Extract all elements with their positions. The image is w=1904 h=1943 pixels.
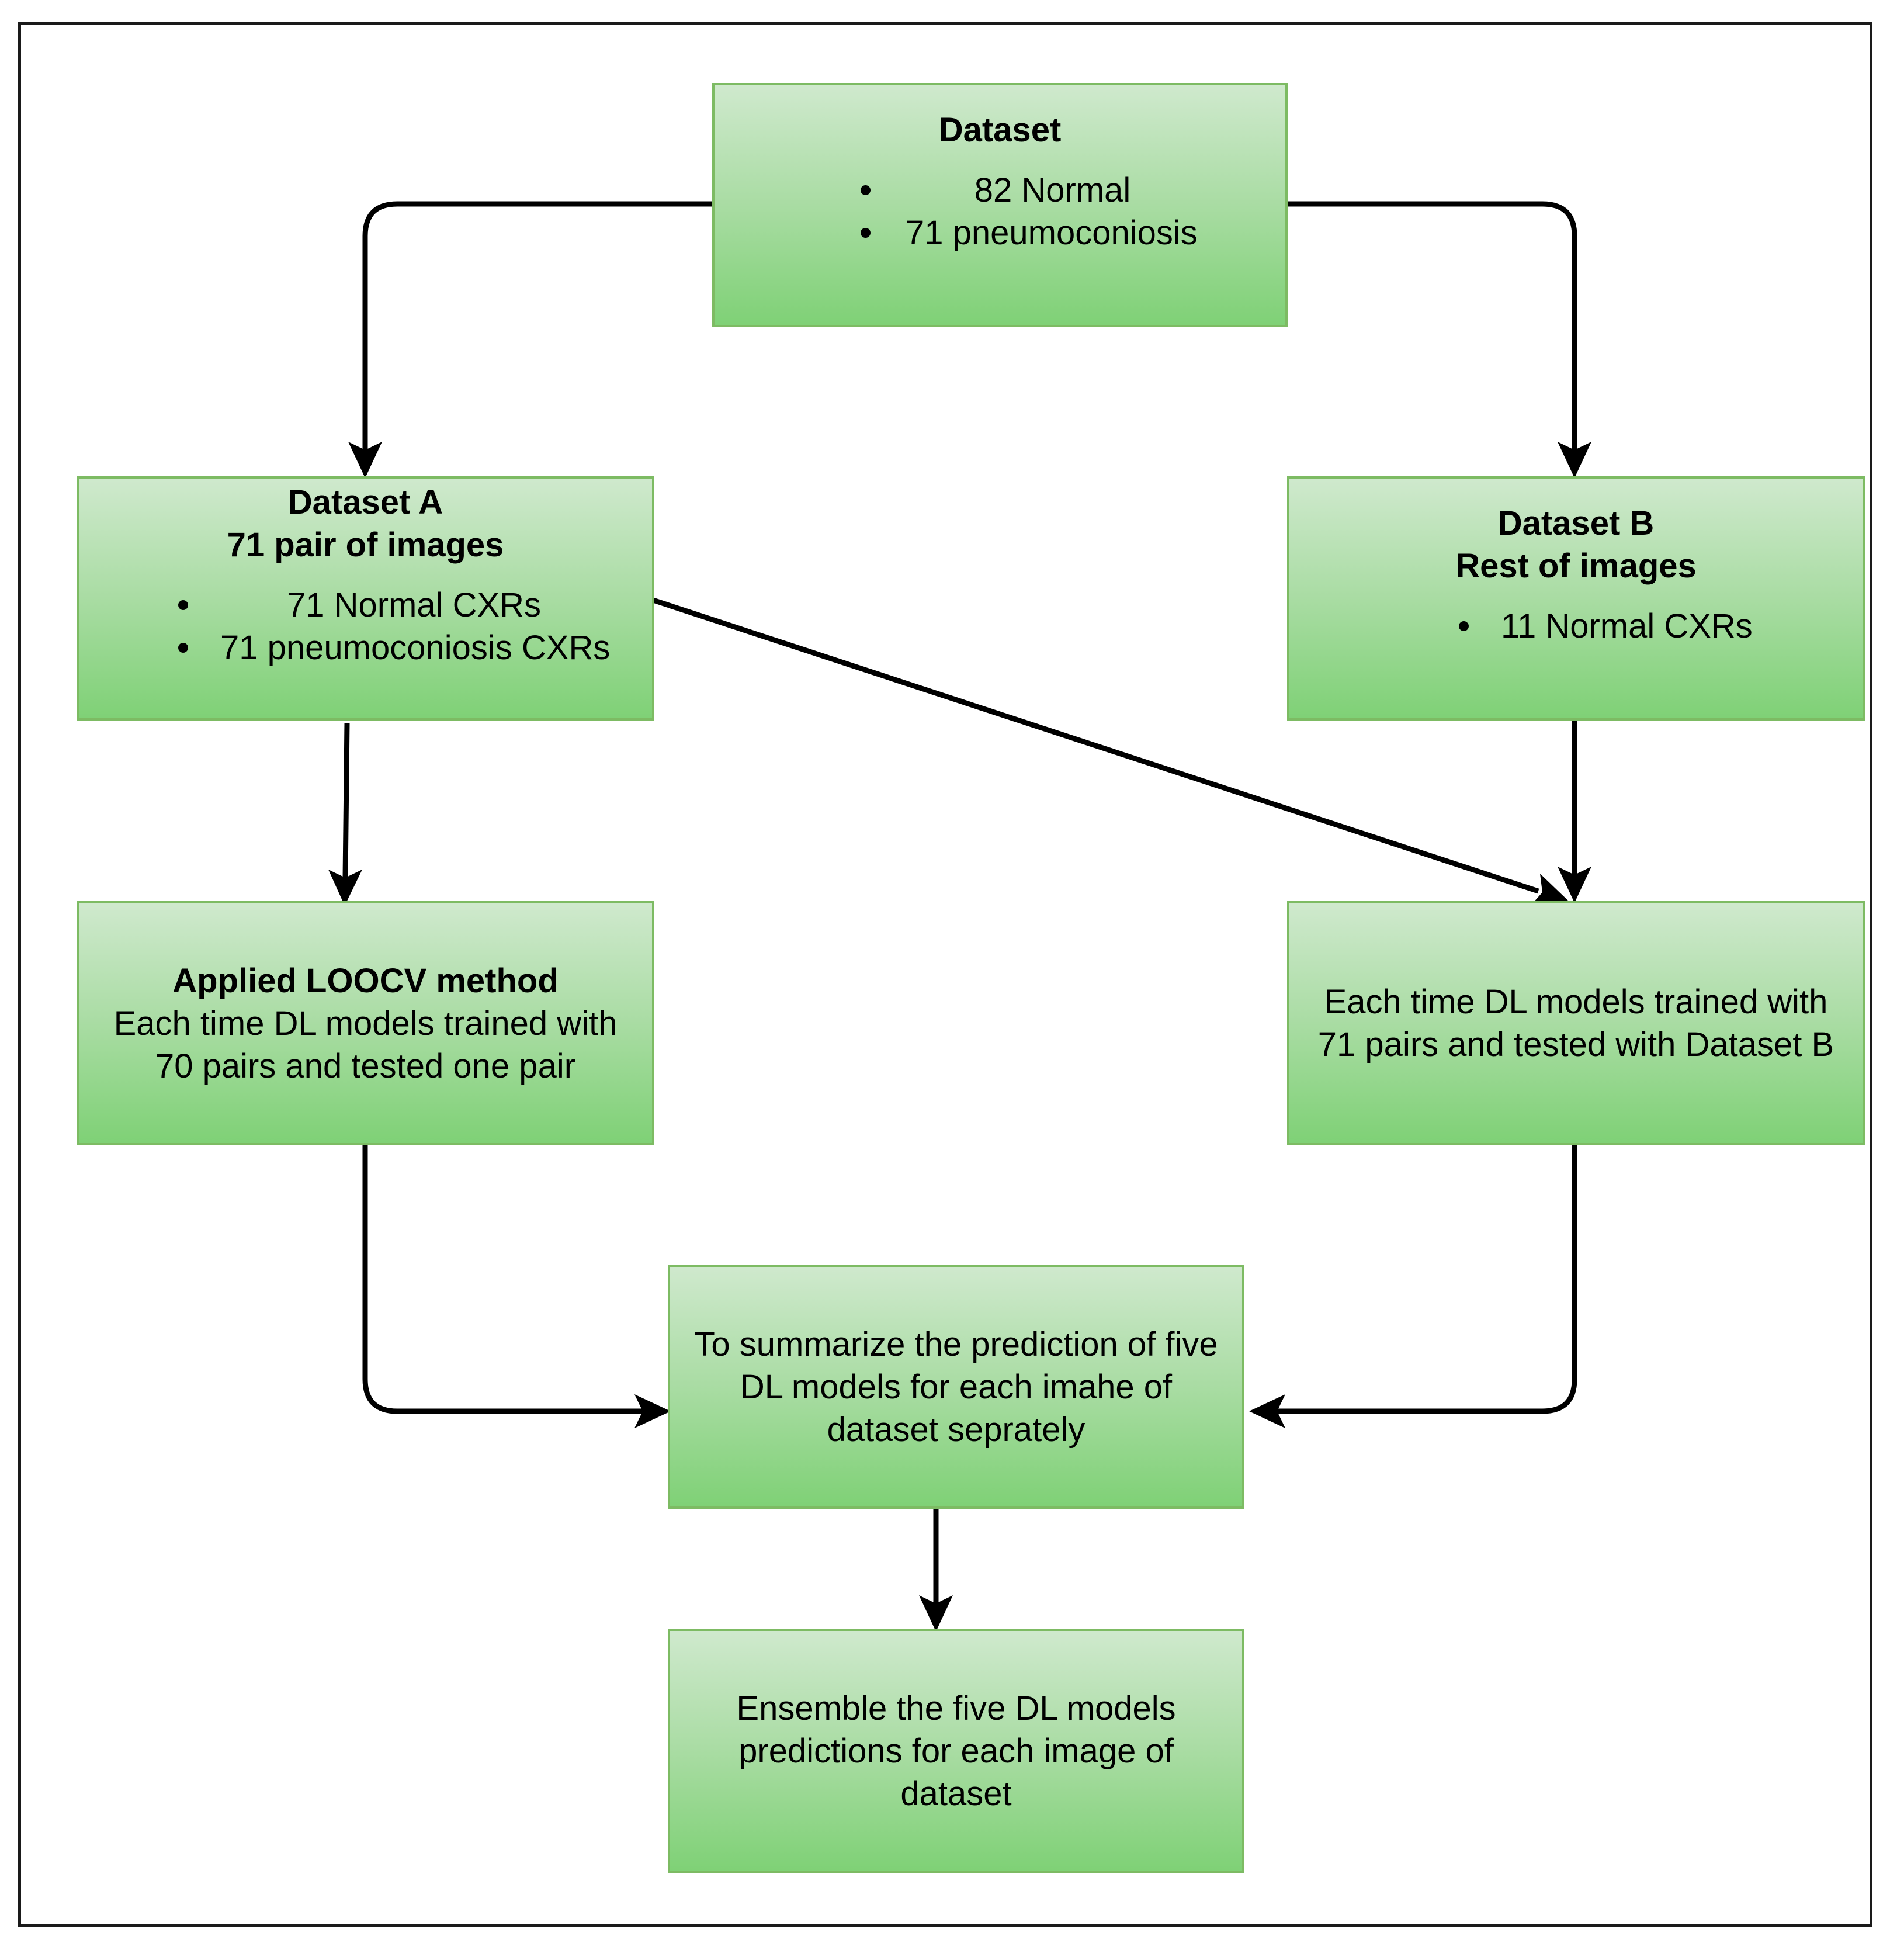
summarize-line-1: To summarize the prediction of five — [694, 1325, 1218, 1363]
dataset-a-bullet-list: 71 Normal CXRs 71 pneumoconiosis CXRs — [178, 584, 640, 669]
bullet-dot — [1459, 621, 1469, 631]
diagram-frame — [18, 22, 1872, 1927]
train-b-box: Each time DL models trained with 71 pair… — [1287, 901, 1865, 1145]
dataset-b-title: Dataset B — [1497, 504, 1655, 542]
loocv-line-2: 70 pairs and tested one pair — [155, 1047, 576, 1085]
dataset-box: Dataset 82 Normal 71 pneumoconiosis — [712, 83, 1288, 327]
bullet-dot — [861, 228, 871, 238]
dataset-b-bullet-list: 11 Normal CXRs — [1459, 605, 1753, 647]
train-b-line-1: Each time DL models trained with — [1324, 983, 1828, 1021]
loocv-line-1: Each time DL models trained with — [113, 1004, 618, 1042]
loocv-box: Applied LOOCV method Each time DL models… — [77, 901, 654, 1145]
dataset-a-bullet-item: 71 Normal CXRs — [178, 584, 640, 626]
dataset-b-bullet-item: 11 Normal CXRs — [1459, 605, 1753, 647]
dataset-a-bullet-item: 71 pneumoconiosis CXRs — [178, 626, 640, 669]
dataset-bullet-list: 82 Normal 71 pneumoconiosis — [861, 169, 1234, 254]
summarize-line-3: dataset seprately — [827, 1410, 1085, 1449]
dataset-a-item-pneumoconiosis: 71 pneumoconiosis CXRs — [220, 629, 611, 667]
dataset-bullet-item: 71 pneumoconiosis — [861, 212, 1234, 254]
loocv-title: Applied LOOCV method — [172, 961, 559, 1000]
dataset-bullet-item: 82 Normal — [861, 169, 1234, 212]
ensemble-box: Ensemble the five DL models predictions … — [668, 1629, 1244, 1873]
dataset-a-item-normal: 71 Normal CXRs — [286, 586, 542, 624]
dataset-title: Dataset — [938, 111, 1062, 149]
summarize-line-2: DL models for each imahe of — [740, 1367, 1173, 1406]
dataset-a-subtitle: 71 pair of images — [227, 526, 504, 564]
dataset-b-subtitle: Rest of images — [1455, 547, 1697, 585]
bullet-dot — [861, 185, 871, 195]
ensemble-line-2: predictions for each image of — [738, 1731, 1174, 1770]
dataset-b-box: Dataset B Rest of images 11 Normal CXRs — [1287, 476, 1865, 721]
ensemble-line-3: dataset — [900, 1774, 1012, 1813]
dataset-a-title: Dataset A — [287, 483, 443, 521]
dataset-a-box: Dataset A 71 pair of images 71 Normal CX… — [77, 476, 654, 721]
dataset-item-normal: 82 Normal — [974, 171, 1131, 209]
dataset-item-pneumoconiosis: 71 pneumoconiosis — [906, 214, 1198, 252]
bullet-dot — [178, 600, 188, 610]
train-b-line-2: 71 pairs and tested with Dataset B — [1317, 1026, 1834, 1064]
summarize-box: To summarize the prediction of five DL m… — [668, 1265, 1244, 1509]
dataset-b-item-normal: 11 Normal CXRs — [1501, 607, 1753, 645]
bullet-dot — [178, 643, 188, 653]
ensemble-line-1: Ensemble the five DL models — [736, 1689, 1176, 1727]
